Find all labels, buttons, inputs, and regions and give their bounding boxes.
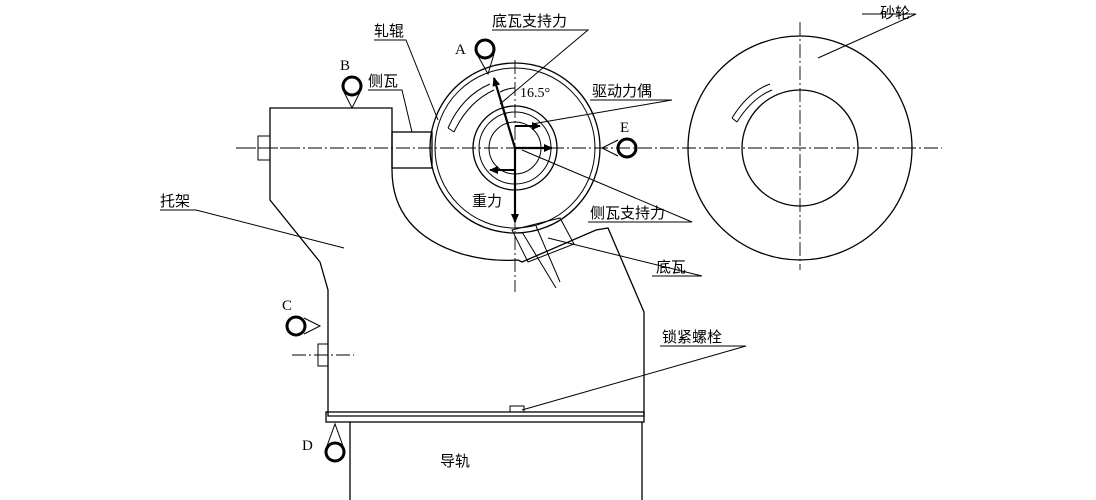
gauge-a — [474, 38, 496, 76]
angle-label: 16.5° — [520, 86, 550, 101]
point-b-label: B — [340, 58, 350, 74]
point-a-label: A — [455, 42, 466, 58]
guide-rail-label: 导轨 — [440, 452, 470, 470]
gauge-d — [324, 422, 346, 463]
leader-lines — [160, 13, 917, 411]
bracket-label: 托架 — [160, 192, 190, 210]
bottom-shoe-label: 底瓦 — [656, 258, 686, 276]
locking-bolt-label: 锁紧螺栓 — [662, 328, 722, 346]
side-shoe-label: 侧瓦 — [368, 72, 398, 90]
side-shoe-support-label: 侧瓦支持力 — [590, 204, 665, 222]
point-d-label: D — [302, 438, 313, 454]
drive-couple-label: 驱动力偶 — [592, 82, 652, 100]
grinding-wheel — [687, 22, 913, 270]
gauge-e — [600, 137, 638, 159]
force-arrows — [489, 77, 553, 223]
grinding-wheel-label: 砂轮 — [880, 4, 910, 22]
roll-label: 轧辊 — [374, 22, 404, 40]
point-e-label: E — [620, 120, 629, 136]
gauge-b — [341, 75, 363, 110]
gravity-label: 重力 — [472, 192, 502, 210]
bracket-body — [236, 107, 645, 500]
bottom-shoe-support-label: 底瓦支持力 — [492, 12, 567, 30]
gauge-c — [285, 315, 322, 337]
point-c-label: C — [282, 298, 292, 314]
